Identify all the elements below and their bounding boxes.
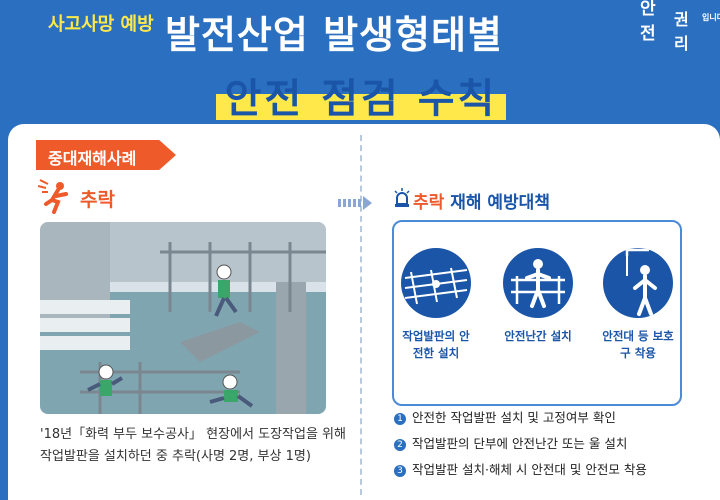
list-text: 작업발판 설치·해체 시 안전대 및 안전모 착용: [412, 462, 647, 477]
case-type-label: 추락: [80, 189, 115, 211]
logo-main-text: 안전: [640, 0, 656, 44]
logo-right-text: 권리: [674, 10, 689, 53]
header-banner: 사고사망 예방 발전산업 발생형태별 안전 점검 수칙 안전 권리 입니다: [0, 0, 720, 140]
logo-small-text: 입니다: [702, 13, 720, 22]
page-subtitle: 안전 점검 수칙: [224, 76, 498, 122]
subtitle-highlight: [216, 94, 506, 120]
list-item: 3 작업발판 설치·해체 시 안전대 및 안전모 착용: [394, 462, 714, 488]
list-item: 2 작업발판의 단부에 안전난간 또는 울 설치: [394, 436, 714, 462]
list-text: 작업발판의 단부에 안전난간 또는 울 설치: [412, 436, 628, 451]
guardrail-icon: [503, 248, 573, 318]
page-title: 발전산업 발생형태별: [165, 13, 503, 57]
list-number: 3: [394, 465, 406, 477]
measure-label: 안전대 등 보호구 착용: [602, 329, 674, 360]
accident-illustration: [40, 222, 326, 414]
measure-label: 작업발판의 안전한 설치: [402, 329, 470, 360]
list-item: 1 안전한 작업발판 설치 및 고정여부 확인: [394, 410, 714, 436]
prevention-tag: 사고사망 예방: [48, 14, 154, 35]
case-description: '18년「화력 부두 보수공사」 현장에서 도장작업을 위해 작업발판을 설치하…: [40, 427, 346, 464]
prevention-title-rest: 재해 예방대책: [450, 193, 550, 213]
rules-list: 1 안전한 작업발판 설치 및 고정여부 확인 2 작업발판의 단부에 안전난간 또…: [394, 410, 714, 488]
measure-item: 안전난간 설치: [500, 248, 576, 345]
subtitle-block: 안전 점검 수칙: [216, 64, 506, 122]
measure-item: 작업발판의 안전한 설치: [398, 248, 474, 362]
list-number: 2: [394, 439, 406, 451]
list-text: 안전한 작업발판 설치 및 고정여부 확인: [412, 410, 616, 425]
scaffold-icon: [401, 248, 471, 318]
measure-label: 안전난간 설치: [504, 329, 572, 343]
section-divider: [360, 135, 362, 495]
falling-person-icon: [38, 179, 68, 214]
arrow-right-icon: [338, 196, 372, 210]
siren-icon: [394, 188, 410, 207]
list-number: 1: [394, 413, 406, 425]
accident-scene-image: [40, 222, 326, 414]
prevention-title-accent: 추락: [413, 193, 445, 213]
case-tab: 중대재해사례: [36, 140, 176, 170]
measures-box: 작업발판의 안전한 설치 안전난간 설치 안전대 등 보호구 착용: [392, 220, 682, 406]
prevention-title: 추락 재해 예방대책: [413, 188, 550, 213]
harness-icon: [603, 248, 673, 318]
measure-item: 안전대 등 보호구 착용: [600, 248, 676, 362]
